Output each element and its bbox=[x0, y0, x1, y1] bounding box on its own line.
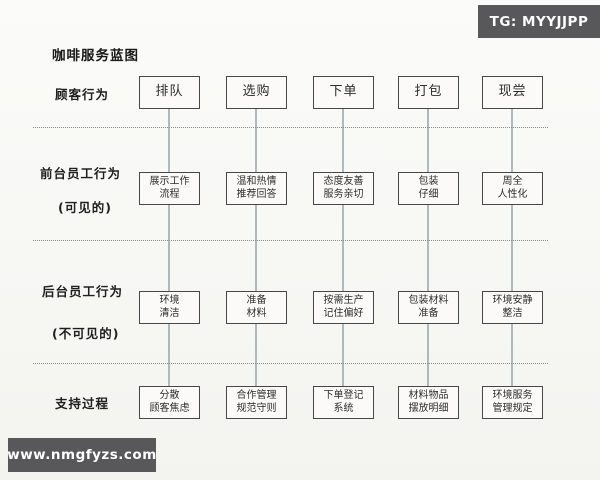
flow-box-text: 态度友善 bbox=[323, 176, 364, 187]
flow-box-text: 环境 bbox=[159, 295, 180, 306]
flow-box-text: 按需生产 bbox=[323, 295, 364, 306]
flow-box-pack: 打包 bbox=[398, 76, 459, 109]
flow-box-text: 管理规定 bbox=[492, 402, 533, 414]
tg-watermark-badge: TG: MYYJJPP bbox=[478, 5, 600, 38]
line-of-interaction bbox=[33, 127, 548, 128]
line-of-internal-interaction bbox=[33, 363, 548, 364]
flow-box-text: 下单 bbox=[329, 84, 358, 100]
flow-box-text: 现尝 bbox=[498, 84, 527, 100]
connector-line-col3 bbox=[342, 107, 344, 386]
flow-box-text: 摆放明细 bbox=[408, 402, 449, 414]
connector-line-col5 bbox=[511, 107, 513, 386]
flow-box-text: 周全 bbox=[502, 176, 523, 187]
row-label-onstage-actions: 前台员工行为 bbox=[40, 166, 122, 181]
flow-box-text: 准备 bbox=[418, 307, 439, 319]
flow-box-text: 推荐回答 bbox=[236, 188, 277, 200]
website-watermark-badge: www.nmgfyzs.com bbox=[7, 438, 157, 472]
flow-box-env-service-rules: 环境服务 管理规定 bbox=[482, 386, 543, 419]
flow-box-text: 下单登记 bbox=[323, 390, 364, 401]
flow-box-browse: 选购 bbox=[226, 76, 287, 109]
flow-box-text: 打包 bbox=[414, 84, 443, 100]
connector-line-col2 bbox=[255, 107, 257, 386]
flow-box-text: 环境服务 bbox=[492, 390, 533, 401]
flow-box-text: 记住偏好 bbox=[323, 307, 364, 319]
row-label-backstage-actions: 后台员工行为 bbox=[42, 284, 124, 299]
diagram-title: 咖啡服务蓝图 bbox=[52, 48, 139, 64]
connector-line-col1 bbox=[168, 107, 170, 386]
flow-box-text: 规范守则 bbox=[236, 402, 277, 414]
flow-box-text: 仔细 bbox=[418, 188, 439, 200]
flow-box-text: 系统 bbox=[333, 402, 354, 414]
flow-box-warm-recommend: 温和热情 推荐回答 bbox=[226, 172, 287, 205]
row-label-support-process: 支持过程 bbox=[55, 396, 110, 411]
flow-box-text: 人性化 bbox=[497, 188, 528, 200]
flow-box-material-placement: 材料物品 摆放明细 bbox=[398, 386, 459, 419]
flow-box-ease-anxiety: 分散 顾客焦虑 bbox=[139, 386, 200, 419]
flow-box-text: 流程 bbox=[159, 188, 180, 200]
flow-box-order-system: 下单登记 系统 bbox=[313, 386, 374, 419]
flow-box-careful-packing: 包装 仔细 bbox=[398, 172, 459, 205]
flow-box-taste: 现尝 bbox=[482, 76, 543, 109]
line-of-visibility bbox=[33, 240, 548, 241]
connector-line-col4 bbox=[427, 107, 429, 386]
flow-box-text: 准备 bbox=[246, 295, 267, 306]
flow-box-text: 分散 bbox=[159, 390, 180, 401]
tg-watermark-text: TG: MYYJJPP bbox=[489, 13, 589, 30]
flow-box-text: 环境安静 bbox=[492, 295, 533, 306]
website-watermark-text: www.nmgfyzs.com bbox=[7, 447, 157, 463]
flow-box-text: 合作管理 bbox=[236, 390, 277, 401]
row-sublabel-invisible: (不可见的) bbox=[52, 326, 120, 341]
flow-box-prepare-materials: 准备 材料 bbox=[226, 291, 287, 324]
flow-box-text: 包装 bbox=[418, 176, 439, 187]
flow-box-env-clean: 环境 清洁 bbox=[139, 291, 200, 324]
flow-box-text: 顾客焦虑 bbox=[149, 402, 190, 414]
flow-box-on-demand-production: 按需生产 记住偏好 bbox=[313, 291, 374, 324]
flow-box-text: 温和热情 bbox=[236, 176, 277, 187]
flow-box-show-workflow: 展示工作 流程 bbox=[139, 172, 200, 205]
flow-box-text: 选购 bbox=[242, 84, 271, 100]
flow-box-friendly-service: 态度友善 服务亲切 bbox=[313, 172, 374, 205]
flow-box-text: 服务亲切 bbox=[323, 188, 364, 200]
flow-box-packing-materials: 包装材料 准备 bbox=[398, 291, 459, 324]
flow-box-queue: 排队 bbox=[139, 76, 200, 109]
flow-box-text: 展示工作 bbox=[149, 176, 190, 187]
flow-box-text: 排队 bbox=[155, 84, 184, 100]
flow-box-text: 整洁 bbox=[502, 307, 523, 319]
flow-box-text: 材料物品 bbox=[408, 390, 449, 401]
row-sublabel-visible: (可见的) bbox=[58, 200, 112, 215]
flow-box-text: 材料 bbox=[246, 307, 267, 319]
flow-box-order: 下单 bbox=[313, 76, 374, 109]
row-label-customer-actions: 顾客行为 bbox=[55, 87, 110, 102]
flow-box-considerate: 周全 人性化 bbox=[482, 172, 543, 205]
flow-box-text: 包装材料 bbox=[408, 295, 449, 306]
flow-box-text: 清洁 bbox=[159, 307, 180, 319]
flow-box-coop-rules: 合作管理 规范守则 bbox=[226, 386, 287, 419]
flow-box-quiet-tidy-env: 环境安静 整洁 bbox=[482, 291, 543, 324]
